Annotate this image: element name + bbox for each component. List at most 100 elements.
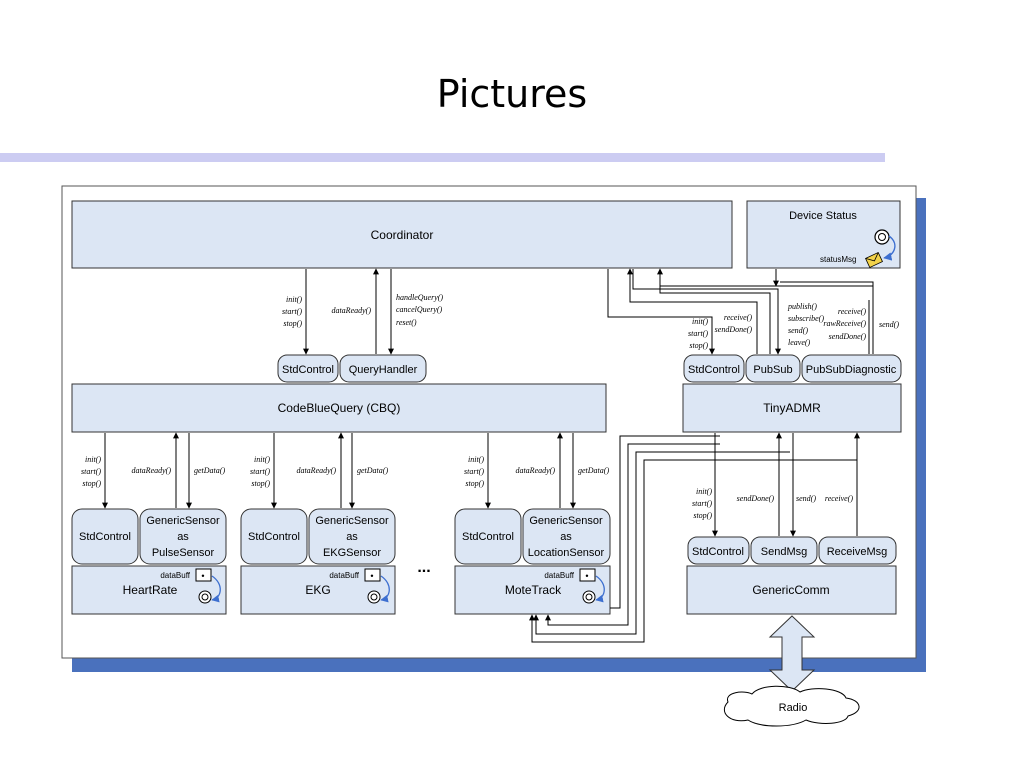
cbq-label: CodeBlueQuery (CBQ) — [278, 401, 401, 415]
slide-title: Pictures — [436, 72, 588, 116]
gc-stdcontrol-pill — [687, 536, 750, 565]
svg-text:init(): init() — [286, 295, 302, 304]
svg-text:stop(): stop() — [283, 319, 302, 328]
svg-text:leave(): leave() — [788, 338, 811, 347]
svg-text:send(): send() — [788, 326, 808, 335]
svg-text:getData(): getData() — [357, 466, 388, 475]
svg-text:subscribe(): subscribe() — [788, 314, 824, 323]
sendmsg-pill — [750, 536, 818, 565]
ekg-timer-icon — [367, 590, 381, 604]
svg-text:GenericSensor: GenericSensor — [529, 515, 603, 527]
svg-text:dataReady(): dataReady() — [515, 466, 555, 475]
svg-text:•: • — [585, 571, 588, 581]
svg-text:receive(): receive() — [825, 494, 853, 503]
pulsesensor-pill — [139, 508, 227, 565]
svg-text:•: • — [201, 571, 204, 581]
heartrate-timer-icon — [198, 590, 212, 604]
svg-text:getData(): getData() — [194, 466, 225, 475]
svg-text:as: as — [177, 531, 189, 543]
svg-text:init(): init() — [254, 455, 270, 464]
svg-text:init(): init() — [696, 487, 712, 496]
motetrack-label: MoteTrack — [505, 583, 562, 597]
svg-text:start(): start() — [250, 467, 270, 476]
pubsubdiag-pill — [801, 354, 902, 383]
svg-text:receive(): receive() — [838, 307, 866, 316]
ekgsensor-pill — [308, 508, 396, 565]
coordinator-box — [71, 200, 733, 269]
queryhandler-label: QueryHandler — [349, 364, 418, 376]
pubsub-pill — [745, 354, 801, 383]
svg-text:StdControl: StdControl — [248, 531, 300, 543]
title-rule — [0, 153, 885, 162]
cbq-stdcontrol-label: StdControl — [282, 364, 334, 376]
svg-text:dataBuff: dataBuff — [160, 571, 190, 580]
svg-text:init(): init() — [85, 455, 101, 464]
tinyadmr-label: TinyADMR — [763, 401, 821, 415]
svg-text:getData(): getData() — [578, 466, 609, 475]
ekg-label: EKG — [305, 583, 330, 597]
cbq-stdcontrol-pill — [277, 354, 339, 383]
motetrack-stdcontrol-pill — [454, 508, 522, 565]
svg-text:GenericSensor: GenericSensor — [315, 515, 389, 527]
svg-text:StdControl: StdControl — [462, 531, 514, 543]
svg-text:reset(): reset() — [396, 318, 417, 327]
svg-text:dataBuff: dataBuff — [544, 571, 574, 580]
cbq-box — [71, 383, 607, 433]
envelope-icon — [865, 251, 883, 269]
svg-text:stop(): stop() — [82, 479, 101, 488]
svg-text:start(): start() — [81, 467, 101, 476]
svg-text:dataReady(): dataReady() — [331, 306, 371, 315]
radio-cloud — [723, 685, 860, 727]
svg-text:stop(): stop() — [693, 511, 712, 520]
svg-text:LocationSensor: LocationSensor — [528, 547, 605, 559]
sendmsg-label: SendMsg — [761, 546, 807, 558]
radio-label: Radio — [779, 702, 808, 714]
svg-text:PulseSensor: PulseSensor — [152, 547, 215, 559]
svg-text:•: • — [370, 571, 373, 581]
svg-text:handleQuery(): handleQuery() — [396, 293, 443, 302]
genericcomm-box — [686, 565, 897, 615]
receivemsg-label: ReceiveMsg — [827, 546, 888, 558]
svg-text:cancelQuery(): cancelQuery() — [396, 305, 443, 314]
queryhandler-pill — [339, 354, 427, 383]
pubsub-label: PubSub — [753, 364, 792, 376]
svg-text:sendDone(): sendDone() — [737, 494, 775, 503]
svg-text:init(): init() — [468, 455, 484, 464]
admr-stdcontrol-pill — [683, 354, 745, 383]
pubsubdiag-label: PubSubDiagnostic — [806, 364, 897, 376]
genericcomm-label: GenericComm — [752, 583, 829, 597]
svg-text:sendDone(): sendDone() — [715, 325, 753, 334]
svg-text:StdControl: StdControl — [79, 531, 131, 543]
svg-text:start(): start() — [692, 499, 712, 508]
svg-text:StdControl: StdControl — [692, 546, 744, 558]
svg-text:stop(): stop() — [689, 341, 708, 350]
heartrate-label: HeartRate — [123, 583, 178, 597]
svg-text:publish(): publish() — [787, 302, 817, 311]
svg-text:stop(): stop() — [465, 479, 484, 488]
svg-text:start(): start() — [464, 467, 484, 476]
svg-text:GenericSensor: GenericSensor — [146, 515, 220, 527]
receivemsg-pill — [818, 536, 897, 565]
heartrate-stdcontrol-pill — [71, 508, 139, 565]
locationsensor-pill — [522, 508, 611, 565]
svg-text:dataReady(): dataReady() — [131, 466, 171, 475]
svg-text:dataBuff: dataBuff — [329, 571, 359, 580]
svg-text:as: as — [560, 531, 572, 543]
svg-text:EKGSensor: EKGSensor — [323, 547, 381, 559]
svg-text:sendDone(): sendDone() — [829, 332, 867, 341]
timer-icon — [874, 229, 890, 245]
svg-text:receive(): receive() — [724, 313, 752, 322]
svg-text:rawReceive(): rawReceive() — [823, 319, 866, 328]
ellipsis: ... — [417, 559, 430, 576]
coordinator-label: Coordinator — [371, 228, 434, 242]
svg-text:send(): send() — [796, 494, 816, 503]
admr-stdcontrol-label: StdControl — [688, 364, 740, 376]
status-msg-label: statusMsg — [820, 255, 856, 264]
svg-text:as: as — [346, 531, 358, 543]
svg-text:dataReady(): dataReady() — [296, 466, 336, 475]
svg-text:start(): start() — [688, 329, 708, 338]
svg-text:start(): start() — [282, 307, 302, 316]
svg-text:init(): init() — [692, 317, 708, 326]
svg-text:stop(): stop() — [251, 479, 270, 488]
